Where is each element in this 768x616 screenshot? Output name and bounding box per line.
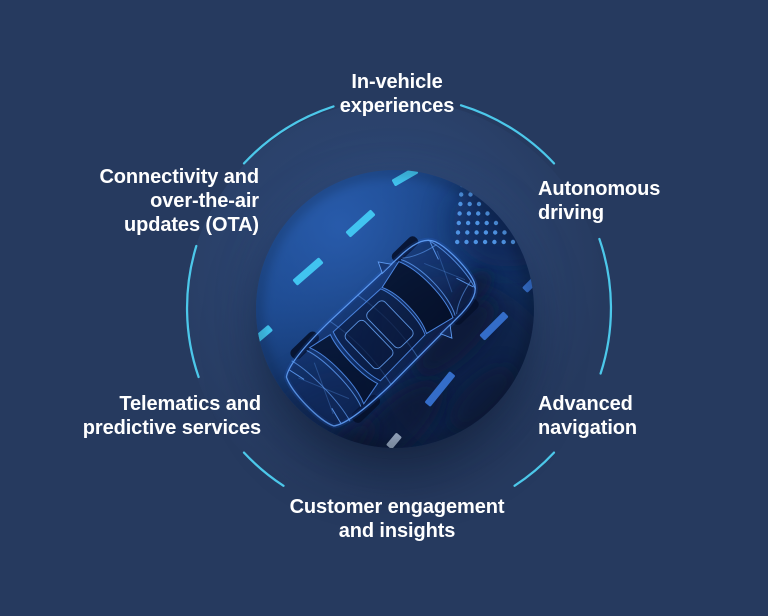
label-line: over-the-air xyxy=(150,190,259,212)
label-customer-engagement-and-insights: Customer engagement and insights xyxy=(290,495,505,543)
lane-marking-icon xyxy=(425,371,455,407)
label-line: updates (OTA) xyxy=(124,214,259,236)
label-line: Customer engagement xyxy=(289,496,505,518)
ring-arc xyxy=(459,104,556,165)
car-shadow xyxy=(346,380,444,448)
label-line: driving xyxy=(538,202,604,224)
lane-marking-icon xyxy=(292,257,324,286)
wireframe-car-icon xyxy=(283,236,479,429)
label-line: predictive services xyxy=(82,417,261,439)
wireframe-car-illustration xyxy=(256,170,534,448)
center-car-image xyxy=(256,170,534,448)
car-shadow xyxy=(317,417,377,448)
lane-marking-icon xyxy=(345,209,376,238)
ring-arc xyxy=(242,105,335,165)
car-shadow xyxy=(449,366,515,430)
label-telematics-and-predictive-services: Telematics and predictive services xyxy=(83,392,261,440)
ring-arc xyxy=(598,237,613,375)
label-line: In-vehicle xyxy=(351,71,443,93)
label-advanced-navigation: Advanced navigation xyxy=(538,392,637,440)
car-shadow xyxy=(415,299,495,377)
label-line: and insights xyxy=(338,520,456,542)
ring-arc xyxy=(242,451,285,487)
label-connectivity-and-ota-updates: Connectivity and over-the-air updates (O… xyxy=(99,165,259,237)
label-line: Advanced xyxy=(538,393,633,415)
label-in-vehicle-experiences: In-vehicle experiences xyxy=(340,70,455,118)
label-line: Telematics and xyxy=(119,393,261,415)
label-line: Autonomous xyxy=(538,178,661,200)
lane-marking-icon xyxy=(479,311,509,341)
label-line: Connectivity and xyxy=(99,166,259,188)
label-line: navigation xyxy=(538,417,638,439)
ring-arc xyxy=(185,244,200,379)
ring-arc xyxy=(513,451,556,487)
label-autonomous-driving: Autonomous driving xyxy=(538,177,660,225)
label-line: experiences xyxy=(339,95,455,117)
